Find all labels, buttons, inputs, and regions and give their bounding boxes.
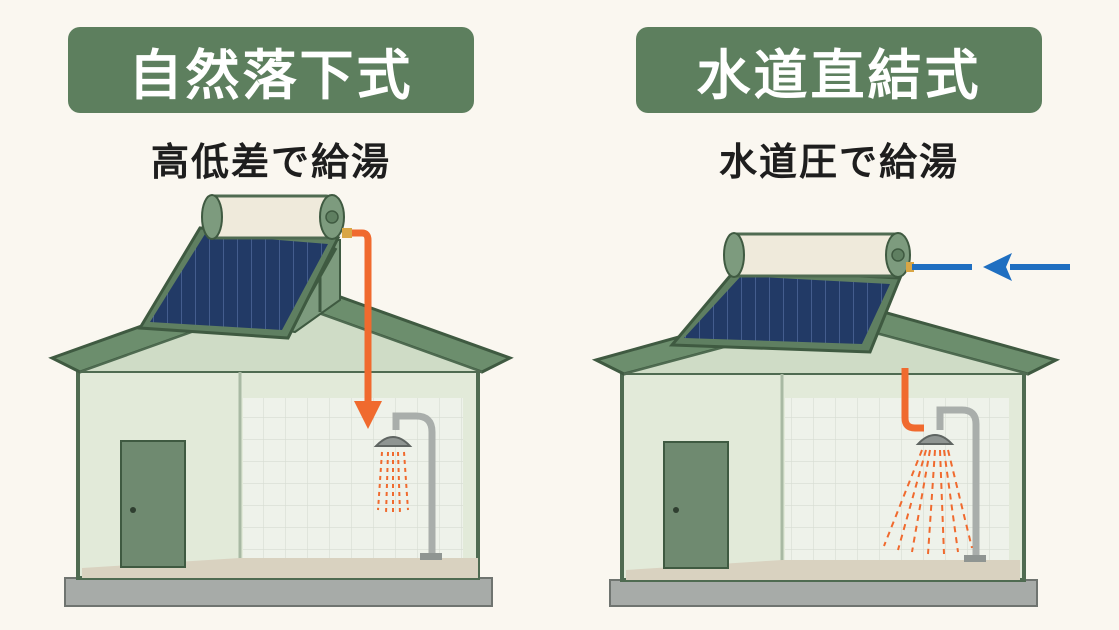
gravity-type-title-text: 自然落下式 <box>128 43 414 107</box>
solar-water-heater-right <box>668 232 914 354</box>
mains-pressure-type-title-text: 水道直結式 <box>696 43 982 107</box>
door-knob <box>130 507 136 513</box>
foundation-slab-right <box>609 579 1038 607</box>
water-spray <box>377 451 409 516</box>
shower-fixture <box>373 412 442 560</box>
water-spray-right <box>883 449 973 555</box>
solar-panel-right <box>684 276 890 344</box>
hot-water-pipe-right <box>901 368 924 432</box>
door-knob-right <box>673 507 679 513</box>
bathroom-tiles <box>243 398 463 558</box>
hot-water-flow-arrow <box>352 229 382 429</box>
mains-pressure-type-subtitle: 水道圧で給湯 <box>718 139 959 184</box>
mains-pressure-type-title: 水道直結式 <box>636 27 1042 113</box>
gravity-type-title: 自然落下式 <box>68 27 474 113</box>
door <box>120 440 186 568</box>
hot-water-tank <box>206 194 334 240</box>
shower-head-right <box>915 434 955 445</box>
bathroom-tiles-right <box>785 398 1009 560</box>
shower-fixture-right <box>883 406 986 562</box>
mains-pressure-house <box>591 232 1070 607</box>
inlet-fitting <box>906 262 914 272</box>
foundation-slab <box>64 577 493 607</box>
door-right <box>663 441 729 569</box>
gravity-type-subtitle: 高低差で給湯 <box>150 139 391 184</box>
mains-water-flow-arrow <box>983 253 1070 281</box>
gravity-house <box>48 194 514 607</box>
outlet-fitting <box>342 228 352 238</box>
solar-panel <box>150 234 328 330</box>
shower-head <box>373 436 413 447</box>
solar-water-heater <box>137 194 352 340</box>
hot-water-tank-right <box>728 232 902 278</box>
